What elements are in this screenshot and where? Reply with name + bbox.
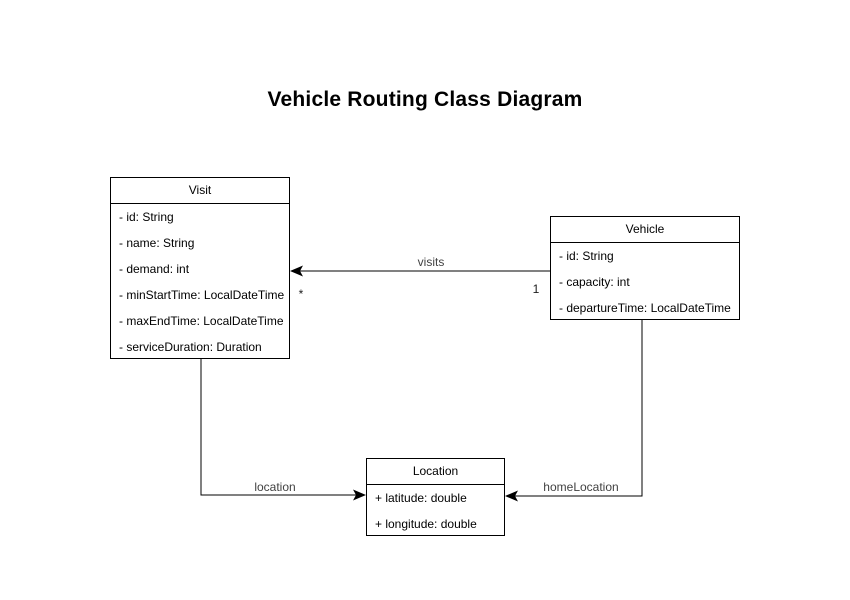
attribute: - maxEndTime: LocalDateTime <box>119 314 284 328</box>
class-location-attributes: + latitude: double + longitude: double <box>367 485 504 537</box>
edge-label-location: location <box>254 480 295 494</box>
class-location-name: Location <box>367 459 504 485</box>
visits-target-multiplicity: * <box>299 287 304 301</box>
attribute: - name: String <box>119 236 195 250</box>
arrowhead-location <box>353 489 366 501</box>
attribute: + latitude: double <box>375 491 467 505</box>
class-visit[interactable]: Visit - id: String - name: String - dema… <box>110 177 290 359</box>
attribute: - id: String <box>559 249 614 263</box>
attribute: + longitude: double <box>375 517 477 531</box>
edge-homeLocation[interactable]: homeLocation <box>505 320 643 502</box>
class-visit-attributes: - id: String - name: String - demand: in… <box>111 204 289 360</box>
attribute: - id: String <box>119 210 174 224</box>
arrowhead-visits <box>290 265 303 277</box>
edge-label-homeLocation: homeLocation <box>543 480 618 494</box>
attribute: - serviceDuration: Duration <box>119 340 262 354</box>
attribute: - minStartTime: LocalDateTime <box>119 288 285 302</box>
diagram-title: Vehicle Routing Class Diagram <box>267 88 583 111</box>
class-visit-name: Visit <box>111 178 289 204</box>
attribute: - departureTime: LocalDateTime <box>559 301 731 315</box>
edge-label-visits: visits <box>418 255 445 269</box>
edge-visits[interactable]: visits * 1 <box>290 255 550 301</box>
class-vehicle-name: Vehicle <box>551 217 739 243</box>
class-vehicle[interactable]: Vehicle - id: String - capacity: int - d… <box>550 216 740 320</box>
attribute: - demand: int <box>119 262 190 276</box>
class-location[interactable]: Location + latitude: double + longitude:… <box>366 458 505 536</box>
arrowhead-homeLocation <box>505 490 518 502</box>
class-vehicle-attributes: - id: String - capacity: int - departure… <box>551 243 739 321</box>
visits-source-multiplicity: 1 <box>533 282 540 296</box>
attribute: - capacity: int <box>559 275 630 289</box>
edge-location[interactable]: location <box>200 359 366 501</box>
